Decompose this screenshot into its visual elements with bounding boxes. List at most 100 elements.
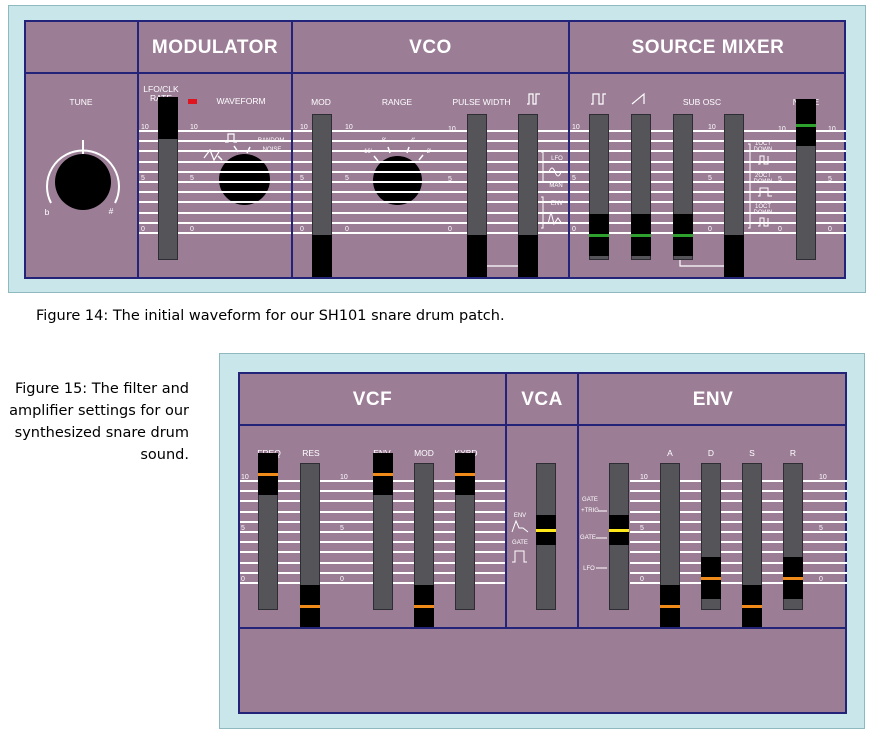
scale-tick <box>630 520 847 523</box>
scale-tick <box>293 160 568 163</box>
scale-tick <box>293 211 568 214</box>
scale-tick <box>570 232 846 234</box>
vca-gate-label: GATE <box>512 540 528 546</box>
scale-tick <box>630 510 847 513</box>
scale-tick <box>139 150 291 153</box>
scale-number: 10 <box>819 474 827 481</box>
scale-tick <box>293 191 568 194</box>
range-label: RANGE <box>381 97 413 107</box>
scale-number: 5 <box>640 525 644 532</box>
lfo-rate-slider-indicator <box>158 117 178 120</box>
figure15-caption-text: Figure 15: The filter and amplifier sett… <box>9 381 189 463</box>
scale-tick <box>630 480 847 482</box>
scale-tick <box>630 531 847 533</box>
scale-number: 10 <box>141 124 149 131</box>
env-a-slider-indicator <box>660 605 680 608</box>
scale-tick <box>139 181 291 183</box>
scale-number: 0 <box>345 226 349 233</box>
vca-mode-icons <box>511 519 529 563</box>
scale-number: 0 <box>448 226 452 233</box>
scale-tick <box>570 150 846 153</box>
vcf-res-label: RES <box>302 448 320 458</box>
scale-number: 0 <box>241 576 245 583</box>
noise-slider-cap-indicator <box>796 123 816 127</box>
env-r-slider-indicator <box>783 577 803 581</box>
scale-number: 10 <box>448 126 456 133</box>
scale-tick <box>570 140 846 143</box>
vcf-mod-label: MOD <box>414 448 434 458</box>
title-row-divider <box>24 72 846 74</box>
section-title-modulator: MODULATOR <box>151 37 279 58</box>
scale-tick <box>630 571 847 574</box>
sub-down-label-1: DOWN <box>752 147 774 153</box>
pw-lfo-label: LFO <box>551 156 563 162</box>
scale-tick <box>293 181 568 183</box>
section-title-source-mixer: SOURCE MIXER <box>631 37 785 58</box>
vcf-mod-slider-indicator <box>414 605 434 608</box>
scale-number: 10 <box>345 124 353 131</box>
tune-knob[interactable] <box>55 154 111 210</box>
pulse-width-label: PULSE WIDTH <box>452 97 511 107</box>
scale-number: 5 <box>819 525 823 532</box>
env-d-slider-indicator <box>701 577 721 581</box>
scale-number: 0 <box>340 576 344 583</box>
scale-tick <box>240 541 505 544</box>
trig-gate2-label: GATE <box>580 535 596 541</box>
vca-env-label: ENV <box>513 513 527 519</box>
trig-lfo-label: LFO <box>583 566 595 572</box>
scale-tick <box>139 221 291 224</box>
scale-tick <box>293 150 568 153</box>
tune-flat-label: b <box>44 207 50 217</box>
vcf-res-slider-indicator <box>300 605 320 608</box>
scale-tick <box>630 541 847 544</box>
pulse-width-slider-indicator <box>467 255 487 258</box>
vco-mod-slider-indicator <box>312 255 332 258</box>
vca-mode-slider-indicator <box>536 528 556 532</box>
scale-tick <box>570 201 846 204</box>
pw-mode-slider-indicator <box>518 255 538 258</box>
scale-tick <box>139 191 291 194</box>
scale-tick <box>139 130 291 132</box>
scale-tick <box>240 520 505 523</box>
env-trigger-slider-indicator <box>609 528 629 532</box>
scale-tick <box>570 160 846 163</box>
scale-tick <box>240 510 505 513</box>
sub-2oct-label: 2OCT <box>754 173 771 179</box>
section-divider <box>137 20 139 279</box>
scale-tick <box>240 480 505 482</box>
scale-tick <box>570 191 846 194</box>
vcf-env-slider-indicator <box>373 472 393 476</box>
trig-gate-label: GATE <box>582 497 598 503</box>
section-divider <box>577 372 579 628</box>
scale-tick <box>240 571 505 574</box>
scale-number: 0 <box>640 576 644 583</box>
scale-tick <box>570 221 846 224</box>
section-divider <box>505 372 507 628</box>
figure15-caption: Figure 15: The filter and amplifier sett… <box>8 378 189 466</box>
scale-tick <box>139 232 291 234</box>
env-s-label: S <box>749 448 755 458</box>
vco-mod-label: MOD <box>311 97 331 107</box>
scale-tick <box>293 140 568 143</box>
env-a-label: A <box>667 448 673 458</box>
pulse-width-icon <box>527 93 540 105</box>
mixer-square-slider-indicator <box>589 234 609 238</box>
scale-tick <box>240 500 505 503</box>
bottom-row-divider <box>238 627 847 629</box>
mixer-sub-slider-indicator <box>673 234 693 238</box>
scale-tick <box>139 170 291 173</box>
sub-osc-label: SUB OSC <box>682 97 722 107</box>
scale-tick <box>293 170 568 173</box>
scale-number: 5 <box>241 525 245 532</box>
noise-wave-label: NOISE <box>257 147 287 153</box>
scale-tick <box>139 211 291 214</box>
scale-number: 5 <box>708 175 712 182</box>
scale-tick <box>570 170 846 173</box>
scale-number: 10 <box>572 124 580 131</box>
vcf-freq-slider-indicator <box>258 472 278 476</box>
range-knob[interactable] <box>373 156 422 205</box>
section-divider <box>568 20 570 279</box>
scale-tick <box>293 221 568 224</box>
scale-tick <box>570 211 846 214</box>
scale-tick <box>293 130 568 132</box>
